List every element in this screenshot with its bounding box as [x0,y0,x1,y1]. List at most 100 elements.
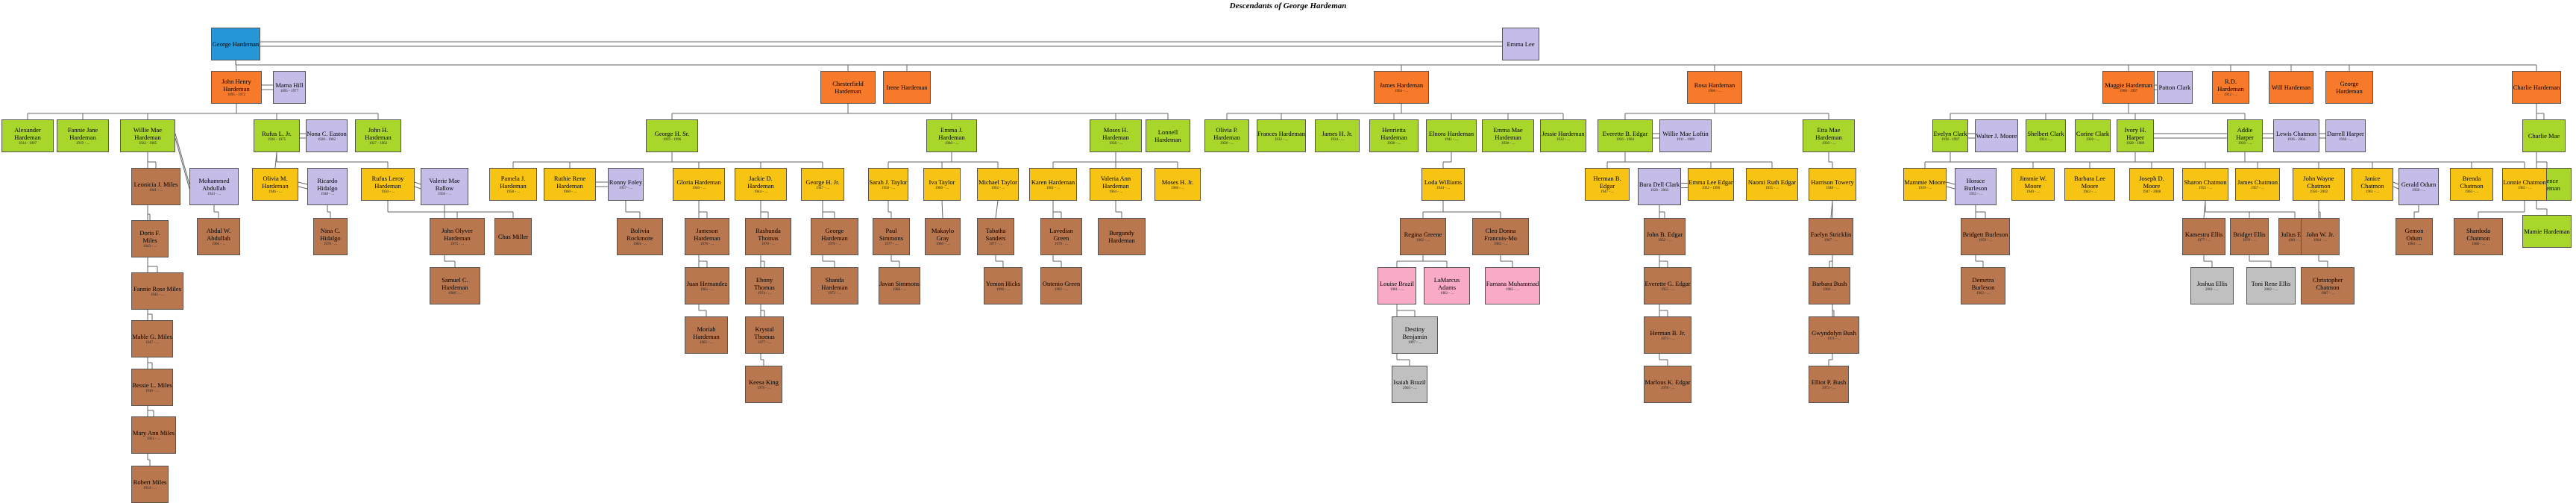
person-node[interactable]: Emma Lee [1502,28,1539,60]
person-node[interactable]: Walter J. Moore [1975,119,2018,152]
person-node[interactable]: George H. Jr.1947 - ... [801,168,844,201]
person-node[interactable]: George Hardeman [2325,71,2373,104]
person-node[interactable]: Mamie Hardeman [2522,215,2572,248]
person-node[interactable]: John W. Jr.1984 - ... [2301,218,2340,255]
person-node[interactable]: Rufus L. Jr.1926 - 1975 [254,119,300,152]
person-node[interactable]: James H. Jr.1934 - ... [1315,119,1360,152]
person-node[interactable]: Moses H. Jr.1966 - ... [1155,168,1201,201]
person-node[interactable]: Will Hardeman [2269,71,2313,104]
person-node[interactable]: Lonnell Hardeman [1146,119,1190,152]
person-node[interactable]: Charlie Mae [2522,119,2566,152]
person-node[interactable]: Charlie Hardeman [2512,71,2561,104]
person-node[interactable]: George H. Sr.1919 - 1996 [646,119,698,152]
person-node[interactable]: Irene Hardeman [883,71,931,104]
person-node[interactable]: George Hardeman [211,28,260,60]
